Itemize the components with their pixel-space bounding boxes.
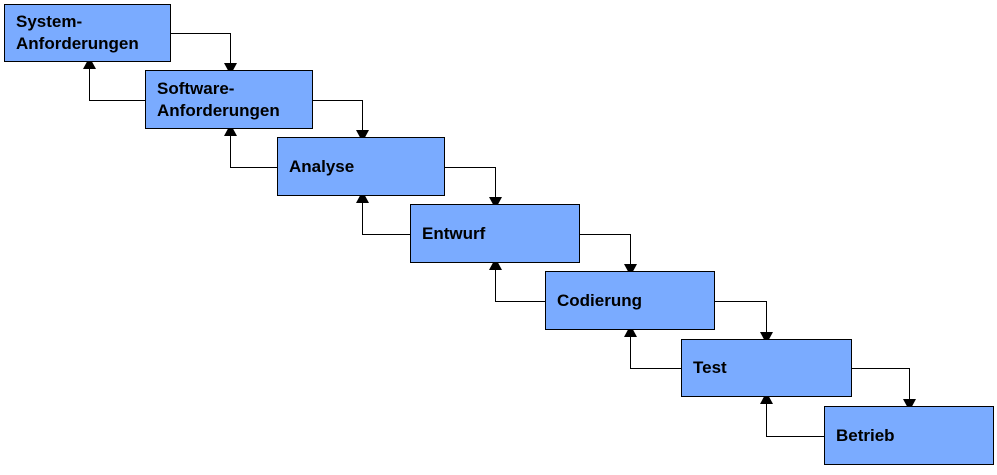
feedback-arrow-betrieb-to-test — [760, 392, 824, 437]
phase-box-entwurf: Entwurf — [410, 204, 580, 263]
forward-arrow-codierung-to-test — [715, 301, 773, 344]
forward-arrow-software-anforderungen-to-analyse — [313, 100, 369, 142]
phase-label-entwurf: Entwurf — [422, 223, 486, 243]
feedback-arrow-entwurf-to-analyse — [356, 191, 410, 235]
phase-box-betrieb: Betrieb — [824, 406, 994, 465]
forward-arrow-analyse-to-entwurf — [445, 167, 502, 209]
phase-box-system-anforderungen: System- Anforderungen — [4, 4, 171, 62]
phase-label-software-anforderungen: Software- Anforderungen — [157, 78, 280, 120]
phase-box-test: Test — [681, 339, 852, 397]
phase-label-betrieb: Betrieb — [836, 425, 895, 445]
forward-arrow-entwurf-to-codierung — [580, 234, 637, 276]
phase-box-codierung: Codierung — [545, 271, 715, 330]
feedback-arrow-analyse-to-software-anforderungen — [224, 124, 277, 168]
feedback-arrow-software-anforderungen-to-system-anforderungen — [83, 57, 145, 101]
forward-arrow-test-to-betrieb — [852, 368, 916, 411]
phase-label-system-anforderungen: System- Anforderungen — [16, 12, 139, 53]
forward-arrow-system-anforderungen-to-software-anforderungen — [171, 33, 237, 75]
feedback-arrow-test-to-codierung — [624, 325, 681, 369]
phase-label-analyse: Analyse — [289, 156, 355, 176]
phase-box-analyse: Analyse — [277, 137, 445, 196]
feedback-arrow-codierung-to-entwurf — [489, 258, 545, 302]
phase-box-software-anforderungen: Software- Anforderungen — [145, 70, 313, 129]
phase-label-codierung: Codierung — [557, 290, 642, 310]
phase-label-test: Test — [693, 358, 727, 377]
